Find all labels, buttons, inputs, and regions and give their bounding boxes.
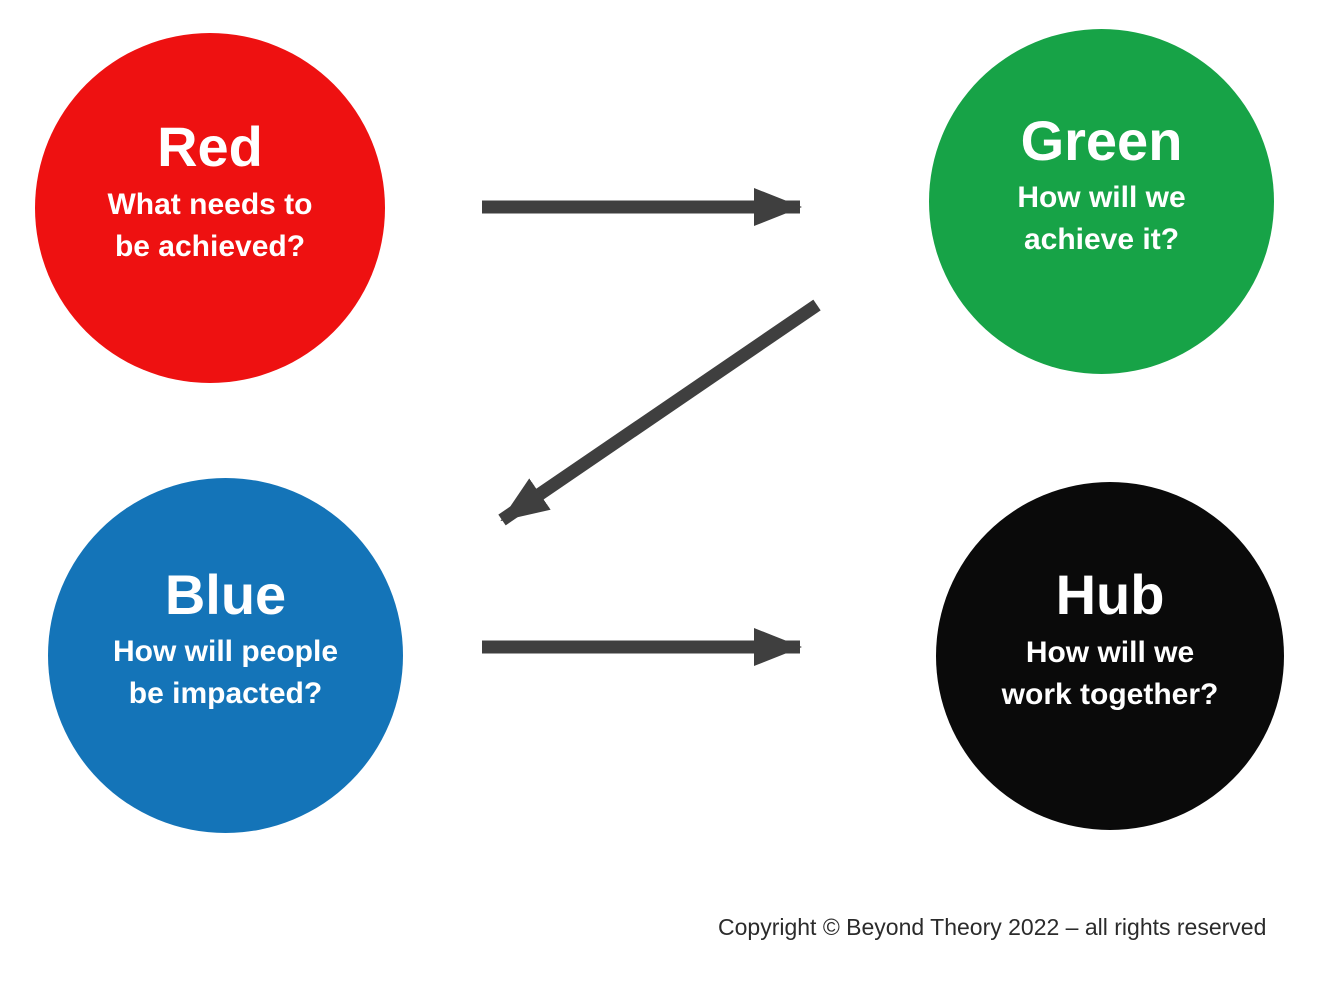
node-hub-title: Hub <box>1055 563 1165 627</box>
node-green: Green How will we achieve it? <box>929 29 1274 374</box>
node-hub: Hub How will we work together? <box>936 482 1284 830</box>
node-blue: Blue How will people be impacted? <box>48 478 403 833</box>
node-red-content: Red What needs to be achieved? <box>107 116 312 268</box>
node-blue-title: Blue <box>164 562 287 626</box>
arrow-green-to-blue <box>498 299 821 526</box>
node-green-title: Green <box>1020 108 1183 172</box>
node-red-subtitle: What needs to be achieved? <box>107 187 313 263</box>
node-blue-content: Blue How will people be impacted? <box>113 564 338 716</box>
node-blue-subtitle: How will people be impacted? <box>112 635 338 711</box>
copyright-text: Copyright © Beyond Theory 2022 – all rig… <box>718 914 1267 940</box>
node-green-subtitle: How will we achieve it? <box>1017 181 1186 257</box>
node-red-title: Red <box>157 115 263 179</box>
node-hub-subtitle: How will we work together? <box>1001 635 1219 711</box>
node-red: Red What needs to be achieved? <box>35 33 385 383</box>
node-green-content: Green How will we achieve it? <box>1017 110 1185 262</box>
node-hub-content: Hub How will we work together? <box>1002 564 1219 716</box>
